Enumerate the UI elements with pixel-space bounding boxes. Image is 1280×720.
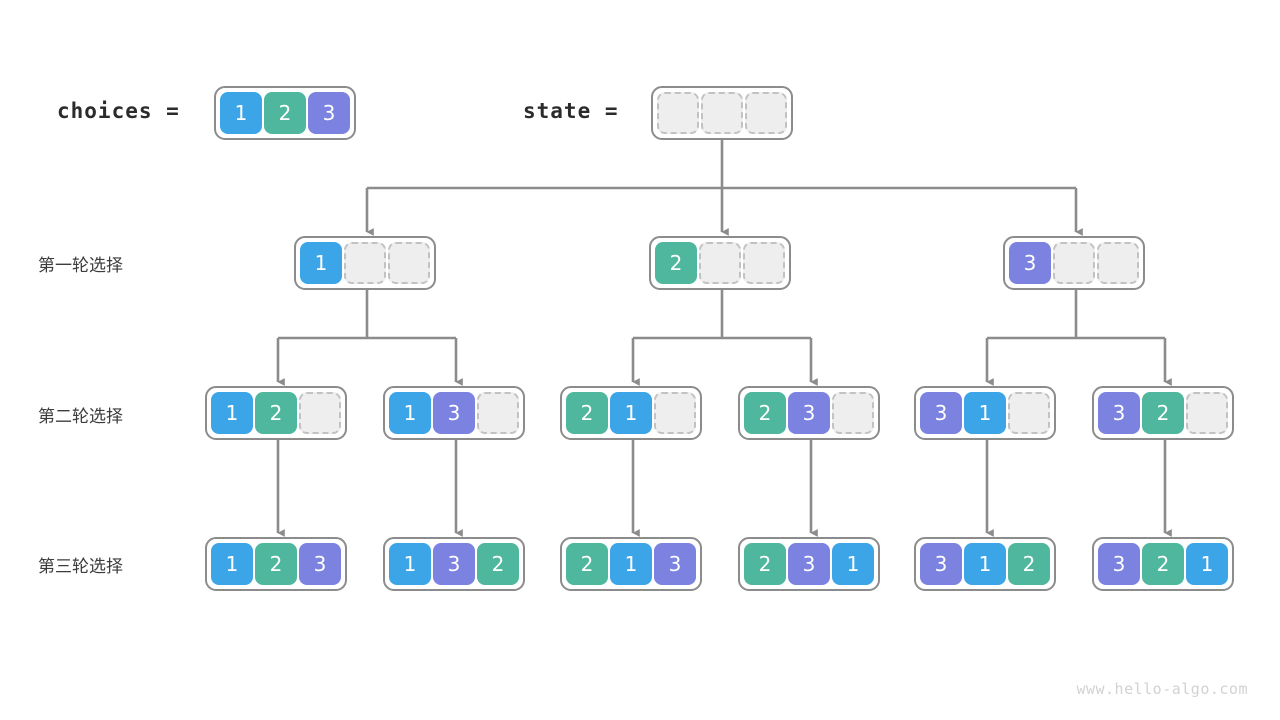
r3n6-cell-1: 2 — [1142, 543, 1184, 585]
r3n6-cell-0: 3 — [1098, 543, 1140, 585]
state-empty-cell-0 — [657, 92, 699, 134]
watermark: www.hello-algo.com — [1076, 680, 1248, 698]
r2n5-cell-1: 1 — [964, 392, 1006, 434]
r3n6-cell-2: 1 — [1186, 543, 1228, 585]
r3n1-cell-1: 2 — [255, 543, 297, 585]
state-node-round-1-3: 3 — [1003, 236, 1145, 290]
r3n4-cell-2: 1 — [832, 543, 874, 585]
choices-cell-1: 2 — [264, 92, 306, 134]
r3n2-cell-1: 3 — [433, 543, 475, 585]
r3n4-cell-0: 2 — [744, 543, 786, 585]
state-empty-cell-2 — [745, 92, 787, 134]
r3n2-cell-0: 1 — [389, 543, 431, 585]
choices-label: choices = — [57, 99, 180, 123]
choices-cell-0: 1 — [220, 92, 262, 134]
r3n5-cell-1: 1 — [964, 543, 1006, 585]
r1n2-empty-cell-1 — [699, 242, 741, 284]
r2n2-empty-cell-2 — [477, 392, 519, 434]
r2n5-empty-cell-2 — [1008, 392, 1050, 434]
r2n6-cell-0: 3 — [1098, 392, 1140, 434]
r3n3-cell-1: 1 — [610, 543, 652, 585]
r2n6-empty-cell-2 — [1186, 392, 1228, 434]
row-label-round-3: 第三轮选择 — [38, 557, 123, 577]
r2n6-cell-1: 2 — [1142, 392, 1184, 434]
r2n4-empty-cell-2 — [832, 392, 874, 434]
row-label-round-1: 第一轮选择 — [38, 256, 123, 276]
r2n4-cell-0: 2 — [744, 392, 786, 434]
r1n2-cell-0: 2 — [655, 242, 697, 284]
r2n1-cell-0: 1 — [211, 392, 253, 434]
r3n1-cell-0: 1 — [211, 543, 253, 585]
r2n1-empty-cell-2 — [299, 392, 341, 434]
row-label-round-2: 第二轮选择 — [38, 407, 123, 427]
r2n3-empty-cell-2 — [654, 392, 696, 434]
r2n3-cell-0: 2 — [566, 392, 608, 434]
r1n1-cell-0: 1 — [300, 242, 342, 284]
r2n2-cell-1: 3 — [433, 392, 475, 434]
r2n2-cell-0: 1 — [389, 392, 431, 434]
r1n2-empty-cell-2 — [743, 242, 785, 284]
r1n3-empty-cell-1 — [1053, 242, 1095, 284]
state-empty-cell-1 — [701, 92, 743, 134]
r1n1-empty-cell-2 — [388, 242, 430, 284]
r2n4-cell-1: 3 — [788, 392, 830, 434]
state-label: state = — [523, 99, 619, 123]
r3n5-cell-2: 2 — [1008, 543, 1050, 585]
state-node-round-1-1: 1 — [294, 236, 436, 290]
choices-cell-2: 3 — [308, 92, 350, 134]
r3n5-cell-0: 3 — [920, 543, 962, 585]
r3n2-cell-2: 2 — [477, 543, 519, 585]
r1n3-empty-cell-2 — [1097, 242, 1139, 284]
r3n3-cell-0: 2 — [566, 543, 608, 585]
r2n1-cell-1: 2 — [255, 392, 297, 434]
r1n3-cell-0: 3 — [1009, 242, 1051, 284]
r3n3-cell-2: 3 — [654, 543, 696, 585]
r1n1-empty-cell-1 — [344, 242, 386, 284]
r2n3-cell-1: 1 — [610, 392, 652, 434]
state-node-round-1-2: 2 — [649, 236, 791, 290]
r3n4-cell-1: 3 — [788, 543, 830, 585]
state-array — [651, 86, 793, 140]
r2n5-cell-0: 3 — [920, 392, 962, 434]
r3n1-cell-2: 3 — [299, 543, 341, 585]
